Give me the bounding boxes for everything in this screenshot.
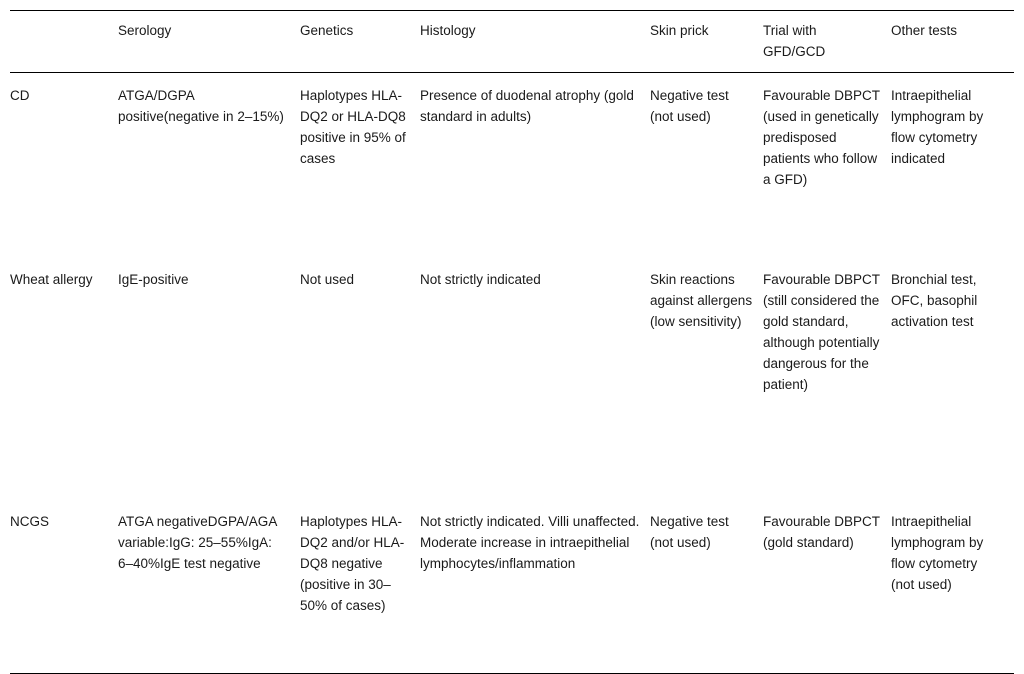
table-body: CD ATGA/DGPA positive(negative in 2–15%)… bbox=[10, 73, 1014, 674]
table-header: Serology Genetics Histology Skin prick T… bbox=[10, 10, 1014, 73]
diagnostic-comparison-table: Serology Genetics Histology Skin prick T… bbox=[10, 10, 1014, 674]
cell-skin-prick-wheat-allergy: Skin reactions against allergens (low se… bbox=[650, 272, 753, 330]
cell-serology-ncgs: ATGA negativeDGPA/AGA variable:IgG: 25–5… bbox=[118, 514, 277, 572]
cell-histology-wheat-allergy: Not strictly indicated bbox=[420, 272, 541, 288]
table-header-row: Serology Genetics Histology Skin prick T… bbox=[10, 10, 1014, 73]
column-header-other-tests: Other tests bbox=[891, 23, 958, 38]
cell-genetics-cd: Haplotypes HLA-DQ2 or HLA-DQ8 positive i… bbox=[300, 88, 406, 167]
cell-genetics-ncgs: Haplotypes HLA-DQ2 and/or HLA-DQ8 negati… bbox=[300, 514, 405, 614]
column-header-trial-gfd-gcd: Trial with GFD/GCD bbox=[763, 23, 826, 60]
cell-skin-prick-cd: Negative test (not used) bbox=[650, 88, 729, 125]
column-header-serology: Serology bbox=[118, 23, 172, 38]
table-row-wheat-allergy: Wheat allergy IgE-positive Not used Not … bbox=[10, 257, 1014, 499]
column-header-genetics: Genetics bbox=[300, 23, 354, 38]
cell-serology-wheat-allergy: IgE-positive bbox=[118, 272, 189, 288]
table-row-ncgs: NCGS ATGA negativeDGPA/AGA variable:IgG:… bbox=[10, 499, 1014, 674]
cell-condition-wheat-allergy: Wheat allergy bbox=[10, 272, 93, 288]
cell-trial-ncgs: Favourable DBPCT (gold standard) bbox=[763, 514, 880, 551]
cell-other-tests-cd: Intraepithelial lymphogram by flow cytom… bbox=[891, 88, 984, 167]
cell-serology-cd: ATGA/DGPA positive(negative in 2–15%) bbox=[118, 88, 284, 125]
column-header-histology: Histology bbox=[420, 23, 476, 38]
cell-histology-cd: Presence of duodenal atrophy (gold stand… bbox=[420, 88, 634, 125]
table-row-cd: CD ATGA/DGPA positive(negative in 2–15%)… bbox=[10, 73, 1014, 258]
cell-trial-cd: Favourable DBPCT (used in genetically pr… bbox=[763, 88, 880, 188]
cell-trial-wheat-allergy: Favourable DBPCT (still considered the g… bbox=[763, 272, 880, 393]
column-header-skin-prick: Skin prick bbox=[650, 23, 709, 38]
cell-condition-cd: CD bbox=[10, 88, 30, 104]
cell-other-tests-ncgs: Intraepithelial lymphogram by flow cytom… bbox=[891, 514, 984, 593]
cell-other-tests-wheat-allergy: Bronchial test, OFC, basophil activation… bbox=[891, 272, 978, 330]
cell-condition-ncgs: NCGS bbox=[10, 514, 50, 530]
cell-skin-prick-ncgs: Negative test (not used) bbox=[650, 514, 729, 551]
comparison-table-container: Serology Genetics Histology Skin prick T… bbox=[10, 10, 1014, 674]
column-header-condition bbox=[10, 11, 118, 73]
cell-genetics-wheat-allergy: Not used bbox=[300, 272, 355, 288]
cell-histology-ncgs: Not strictly indicated. Villi unaffected… bbox=[420, 514, 640, 572]
